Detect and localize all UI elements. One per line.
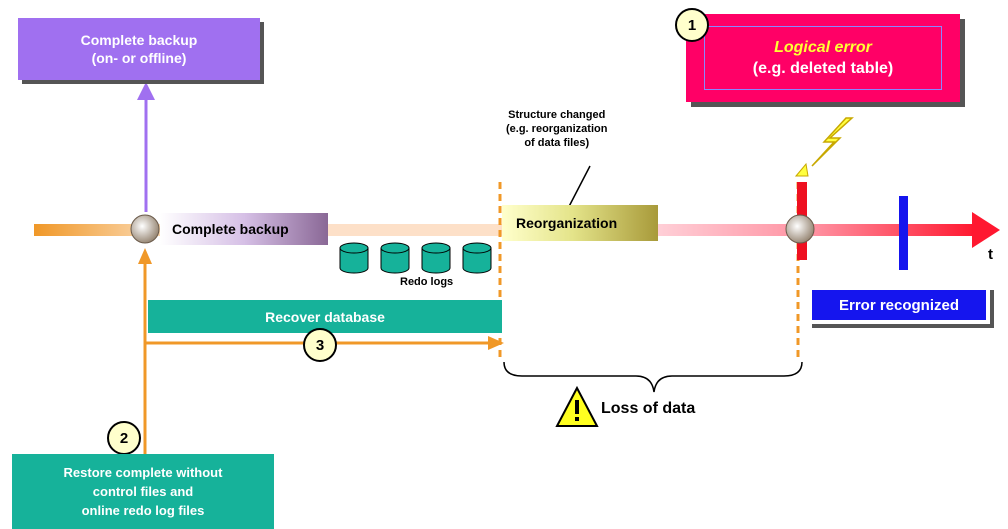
time-axis-label: t	[988, 246, 993, 263]
complete-backup-line1: Complete backup	[80, 32, 198, 48]
logical-error-title: Logical error	[774, 39, 872, 56]
restore-line3: online redo log files	[81, 503, 205, 518]
step-badge-2: 2	[107, 421, 141, 455]
warning-triangle-icon	[555, 385, 599, 427]
backup-arrowhead	[137, 82, 155, 100]
reorganization-bar: Reorganization	[502, 205, 658, 241]
restore-line1: Restore complete without	[63, 465, 223, 480]
logical-error-inner: Logical error (e.g. deleted table)	[704, 26, 942, 90]
timeline-arrowhead	[972, 212, 1000, 248]
loss-of-data-label: Loss of data	[601, 400, 696, 417]
structure-note-line1: Structure changed	[508, 109, 606, 121]
lightning-bolt-icon	[811, 117, 854, 167]
redo-logs-label: Redo logs	[400, 276, 454, 288]
backup-point-knob	[130, 214, 160, 244]
logical-error-subtitle: (e.g. deleted table)	[752, 60, 894, 77]
error-recognized-marker-blue	[899, 196, 908, 270]
error-recognized-box: Error recognized	[808, 286, 990, 324]
restore-complete-box: Restore complete without control files a…	[12, 454, 274, 529]
restore-arrowhead	[138, 248, 152, 264]
recover-database-bar: Recover database	[148, 300, 502, 333]
restore-line2: control files and	[92, 484, 194, 499]
step-badge-1: 1	[675, 8, 709, 42]
structure-note-line2: (e.g. reorganization	[506, 123, 608, 135]
structure-changed-note: Structure changed (e.g. reorganization o…	[506, 108, 607, 150]
database-cylinder-icon	[339, 242, 492, 274]
error-recognized-label: Error recognized	[812, 290, 986, 320]
loss-of-data-brace	[503, 361, 803, 393]
recover-arrowhead	[488, 336, 504, 350]
error-point-knob	[785, 214, 815, 244]
lightning-bolt-tip	[794, 162, 809, 177]
complete-backup-bar: Complete backup	[160, 213, 328, 245]
step-badge-3: 3	[303, 328, 337, 362]
structure-note-line3: of data files)	[524, 137, 590, 149]
timeline-segment-middle	[320, 224, 505, 236]
timeline-segment-right	[655, 224, 975, 236]
complete-backup-box: Complete backup (on- or offline)	[18, 18, 260, 80]
logical-error-box: Logical error (e.g. deleted table)	[686, 14, 960, 102]
complete-backup-line2: (on- or offline)	[91, 50, 187, 66]
